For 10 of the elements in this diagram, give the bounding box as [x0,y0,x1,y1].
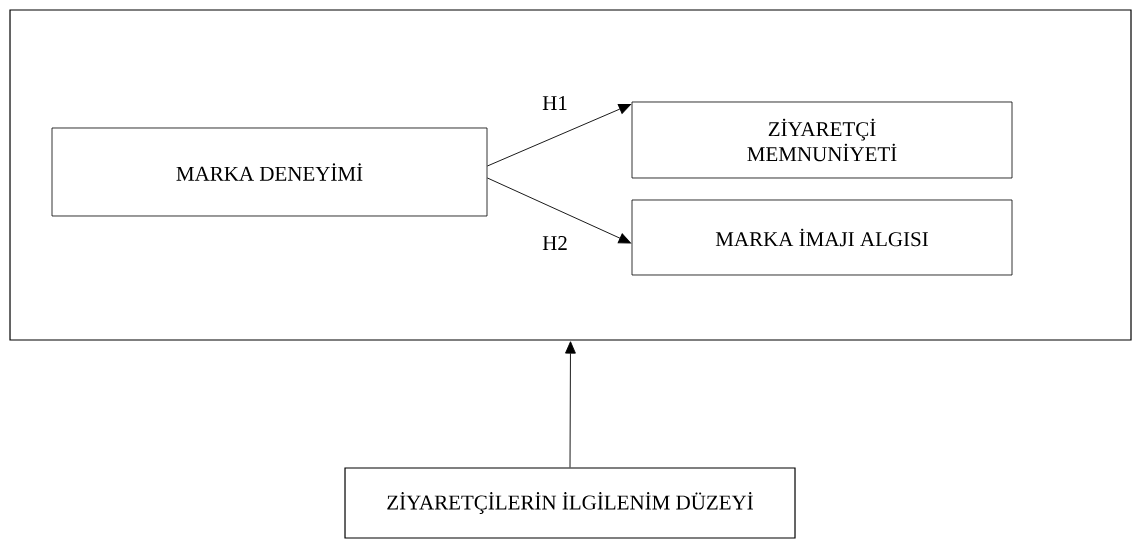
arrow [486,103,631,167]
edge-label: H1 [542,96,567,110]
arrow [486,177,631,244]
frame-box [9,9,1132,341]
concept-box: ZİYARETÇİLERİN İLGİLENİM DÜZEYİ [344,467,796,539]
arrow [565,341,576,468]
edge-label: H2 [542,236,567,250]
concept-box: ZİYARETÇİ MEMNUNİYETİ [631,101,1013,179]
concept-box: MARKA İMAJI ALGISI [631,199,1013,276]
concept-box: MARKA DENEYİMİ [51,127,488,217]
